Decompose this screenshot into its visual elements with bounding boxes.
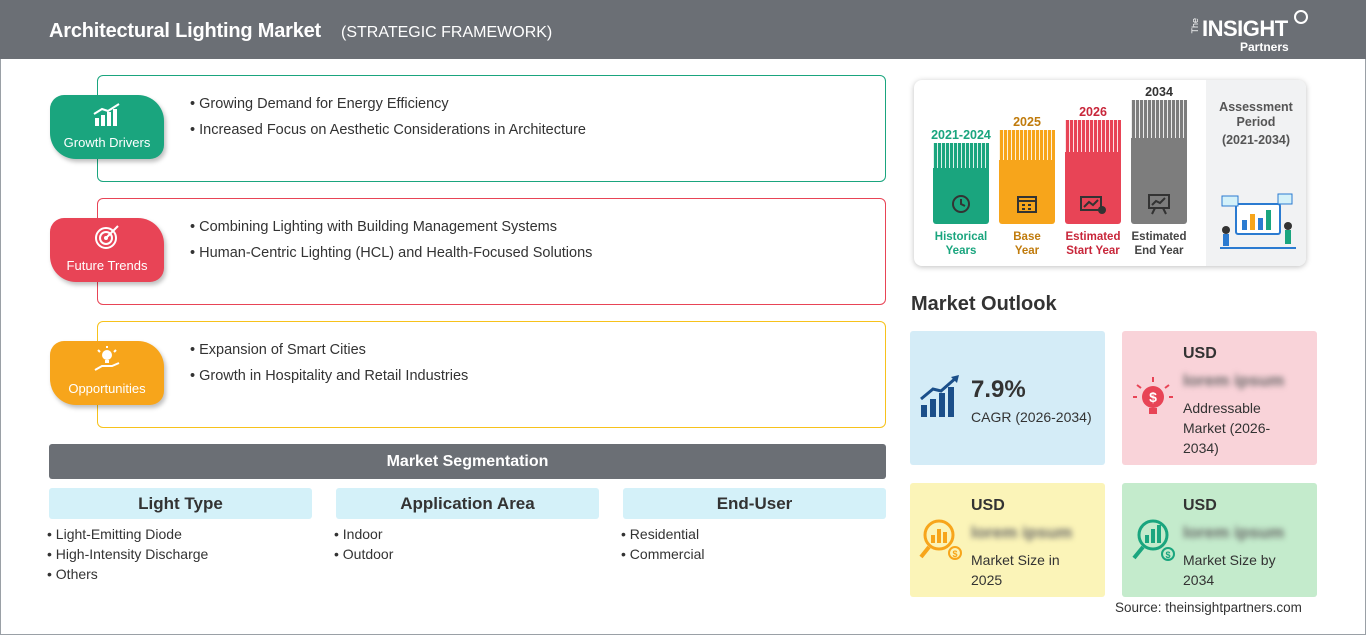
logo-ring-icon [1294, 10, 1308, 24]
target-icon [95, 225, 119, 249]
list-item: Residential [621, 526, 704, 542]
timeline-bar-stripes [1131, 100, 1187, 138]
light-type-list: Light-Emitting Diode High-Intensity Disc… [47, 526, 209, 586]
growth-chart-icon [920, 375, 959, 417]
list-item: Combining Lighting with Building Managem… [190, 219, 592, 235]
list-item: Others [47, 566, 208, 582]
lightbulb-hand-icon [94, 346, 120, 371]
analytics-illustration-icon [1220, 193, 1296, 249]
timeline-bar-stripes [933, 143, 989, 168]
page-title: Architectural Lighting Market [49, 20, 322, 42]
magnifier-chart-icon: $ [919, 519, 962, 560]
list-item: Human-Centric Lighting (HCL) and Health-… [190, 245, 592, 261]
list-item: Commercial [621, 546, 705, 562]
cagr-card: 7.9% CAGR (2026-2034) [910, 331, 1105, 465]
timeline-bar [1065, 152, 1121, 224]
end-user-list: Residential Commercial [621, 526, 705, 566]
size2034-currency: USD [1183, 497, 1217, 514]
calendar-icon [1017, 196, 1037, 213]
insight-partners-logo[interactable]: The INSIGHT Partners [1190, 10, 1310, 54]
addressable-value-blurred: lorem ipsum [1183, 371, 1285, 390]
list-item: Indoor [334, 526, 393, 542]
end-presentation-icon [1148, 194, 1170, 215]
growth-chart-icon [93, 103, 120, 126]
cagr-label: CAGR (2026-2034) [971, 409, 1092, 425]
timeline-bar-stripes [999, 130, 1055, 160]
list-item: Outdoor [334, 546, 394, 562]
opportunities-list: Expansion of Smart Cities Growth in Hosp… [190, 342, 468, 394]
list-item: Increased Focus on Aesthetic Considerati… [190, 122, 586, 138]
growth-drivers-card: Growing Demand for Energy Efficiency Inc… [97, 75, 886, 182]
size2025-currency: USD [971, 497, 1005, 514]
timeline-bar [999, 160, 1055, 224]
timeline-year: 2034 [1145, 85, 1173, 99]
application-area-list: Indoor Outdoor [334, 526, 394, 566]
future-trends-badge: Future Trends [50, 218, 164, 282]
cagr-value: 7.9% [971, 376, 1026, 403]
magnifier-growth-icon: $ [1132, 519, 1175, 561]
segment-heading-light-type: Light Type [49, 488, 312, 519]
logo-partners-text: Partners [1240, 40, 1289, 54]
market-outlook-title: Market Outlook [911, 293, 1057, 315]
future-trends-card: Combining Lighting with Building Managem… [97, 198, 886, 305]
timeline-year: 2021-2024 [931, 128, 991, 142]
opportunities-card: Expansion of Smart Cities Growth in Hosp… [97, 321, 886, 428]
source-text[interactable]: Source: theinsightpartners.com [1115, 600, 1302, 615]
growth-drivers-list: Growing Demand for Energy Efficiency Inc… [190, 96, 586, 148]
opportunities-badge: Opportunities [50, 341, 164, 405]
segmentation-title: Market Segmentation [49, 444, 886, 479]
segment-heading-end-user: End-User [623, 488, 886, 519]
logo-the-text: The [1190, 18, 1200, 34]
size2034-value-blurred: lorem ipsum [1183, 523, 1285, 542]
timeline-year: 2026 [1079, 105, 1107, 119]
assessment-range: (2021-2034) [1221, 133, 1291, 147]
list-item: Growing Demand for Energy Efficiency [190, 96, 586, 112]
timeline-bar-stripes [1065, 120, 1121, 152]
page-subtitle: (STRATEGIC FRAMEWORK) [341, 24, 553, 41]
list-item: High-Intensity Discharge [47, 546, 209, 562]
list-item: Growth in Hospitality and Retail Industr… [190, 368, 468, 384]
opportunities-label: Opportunities [68, 381, 146, 396]
header-bar: Architectural Lighting Market (STRATEGIC… [0, 0, 1366, 59]
dollar-bulb-icon: $ [1133, 377, 1173, 414]
timeline-bar [1131, 138, 1187, 224]
start-chart-icon [1080, 196, 1106, 214]
svg-text:$: $ [952, 549, 957, 559]
list-item: Expansion of Smart Cities [190, 342, 468, 358]
growth-drivers-badge: Growth Drivers [50, 95, 164, 159]
size2025-value-blurred: lorem ipsum [971, 523, 1073, 542]
svg-text:$: $ [1165, 550, 1170, 560]
logo-insight-text: INSIGHT [1202, 16, 1288, 41]
svg-text:$: $ [1149, 389, 1157, 405]
future-trends-list: Combining Lighting with Building Managem… [190, 219, 592, 271]
growth-drivers-label: Growth Drivers [63, 135, 151, 150]
list-item: Light-Emitting Diode [47, 526, 208, 542]
timeline-year: 2025 [1013, 115, 1041, 129]
addressable-currency: USD [1183, 345, 1217, 362]
segment-heading-application-area: Application Area [336, 488, 599, 519]
history-icon [952, 195, 970, 213]
future-trends-label: Future Trends [66, 258, 148, 273]
